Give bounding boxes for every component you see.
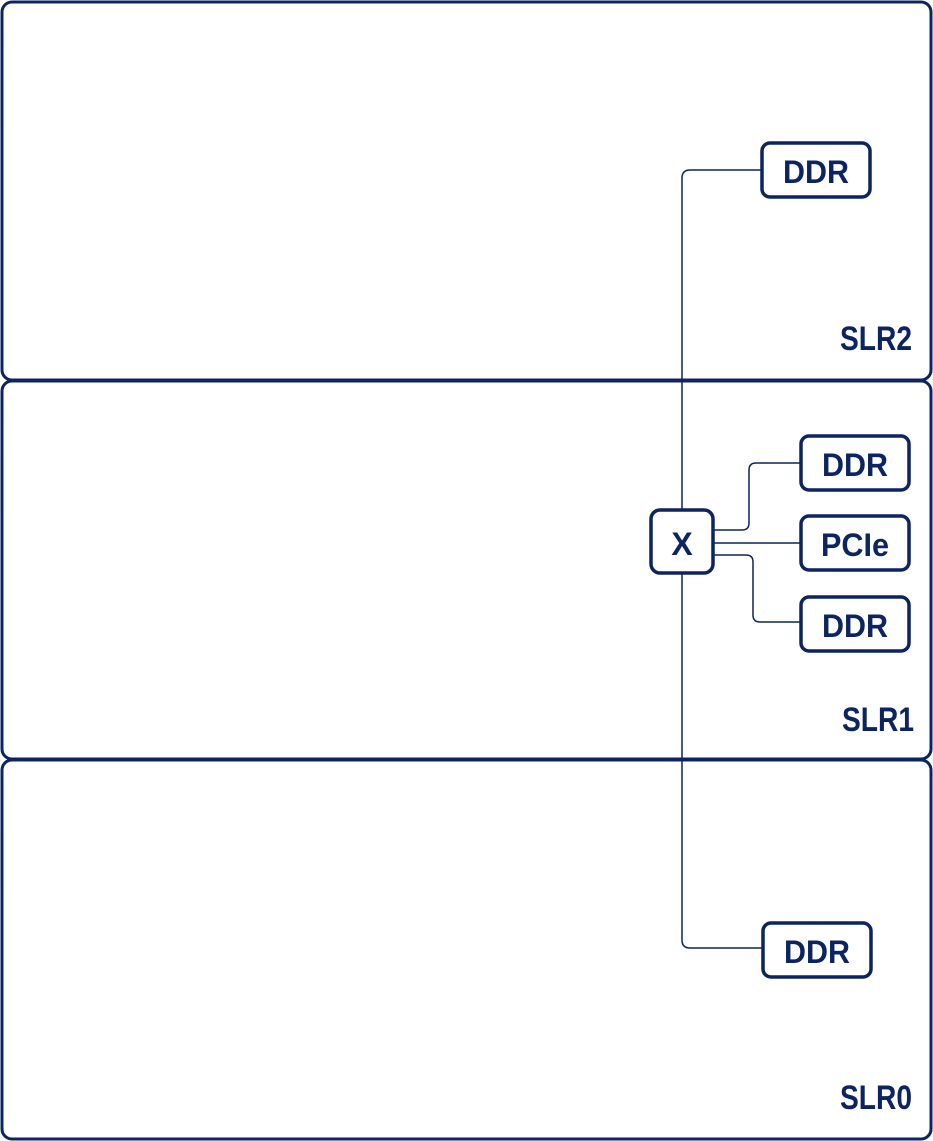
wire-switch-slr0-ddr: [681, 573, 763, 949]
region-slr1-frame: [0, 379, 933, 761]
wire-switch-ddr-bottom: [713, 554, 801, 623]
ddr-block-slr0: DDR: [761, 921, 873, 979]
ddr-block-slr2: DDR: [760, 141, 872, 199]
region-label: SLR1: [842, 701, 914, 739]
region-label: SLR2: [840, 320, 912, 358]
region-slr1: SLR1: [0, 379, 933, 761]
wire-switch-slr2-ddr: [681, 169, 762, 510]
connections: [681, 169, 801, 949]
svg-text:DDR: DDR: [783, 154, 849, 190]
svg-text:DDR: DDR: [822, 447, 888, 483]
ddr-block-slr1-top: DDR: [799, 434, 911, 492]
region-slr0-frame: [0, 758, 933, 1141]
svg-text:DDR: DDR: [784, 934, 850, 970]
svg-text:PCIe: PCIe: [821, 527, 889, 563]
ddr-block-slr1-bottom: DDR: [799, 595, 911, 653]
pcie-block: PCIe: [799, 514, 911, 572]
region-slr0: SLR0: [0, 758, 933, 1141]
switch-block: X: [649, 508, 715, 575]
region-label: SLR0: [840, 1079, 912, 1117]
region-slr2: SLR2: [0, 0, 933, 382]
wire-switch-ddr-top: [713, 462, 801, 531]
svg-text:X: X: [671, 526, 693, 562]
svg-text:DDR: DDR: [822, 608, 888, 644]
